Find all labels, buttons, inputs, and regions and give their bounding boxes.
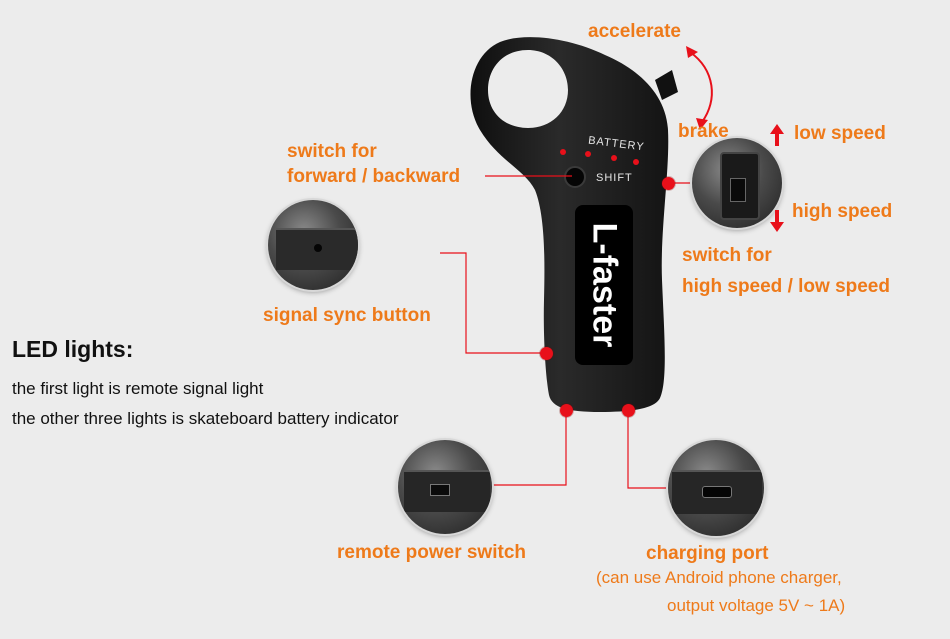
label-high-speed: high speed: [792, 201, 893, 222]
label-accelerate: accelerate: [588, 21, 681, 42]
power-slider-icon: [430, 484, 450, 496]
brand-plate: L-faster: [575, 205, 633, 365]
sync-button-closeup: [268, 200, 358, 290]
label-switch-speed-line1: switch for: [682, 245, 772, 266]
shift-button: [564, 166, 586, 188]
accelerate-brake-arrow: [689, 51, 713, 123]
label-signal-sync: signal sync button: [263, 305, 431, 326]
label-switch-forward-line1: switch for: [287, 141, 377, 162]
arrow-up-icon: [770, 124, 784, 146]
connector-power: [492, 410, 567, 486]
label-remote-power: remote power switch: [337, 542, 526, 563]
led-3: [611, 155, 617, 161]
marker-charge: [622, 404, 635, 417]
marker-speed: [662, 177, 675, 190]
led-2: [585, 151, 591, 157]
charging-note-line2: output voltage 5V ~ 1A): [667, 596, 846, 615]
trigger: [655, 70, 678, 100]
shift-label: SHIFT: [596, 172, 633, 184]
led-1: [560, 149, 566, 155]
speed-slider-icon: [730, 178, 746, 202]
label-low-speed: low speed: [794, 123, 886, 144]
led-info-title: LED lights:: [12, 336, 134, 362]
connector-charge: [627, 410, 668, 489]
label-brake: brake: [678, 121, 729, 142]
led-info-line1: the first light is remote signal light: [12, 379, 264, 398]
led-info-line2: the other three lights is skateboard bat…: [12, 409, 399, 428]
marker-power: [560, 404, 573, 417]
usb-port-icon: [702, 486, 732, 498]
label-switch-speed-line2: high speed / low speed: [682, 276, 890, 297]
connector-sync: [440, 252, 546, 354]
speed-switch-closeup: [692, 138, 782, 228]
arrow-down-icon: [770, 210, 784, 232]
charging-note-line1: (can use Android phone charger,: [596, 568, 842, 587]
charging-port-closeup: [668, 440, 764, 536]
marker-sync: [540, 347, 553, 360]
label-switch-forward-line2: forward / backward: [287, 166, 461, 187]
label-charging-port: charging port: [646, 543, 769, 564]
led-4: [633, 159, 639, 165]
sync-hole-icon: [314, 244, 322, 252]
power-switch-closeup: [398, 440, 492, 534]
